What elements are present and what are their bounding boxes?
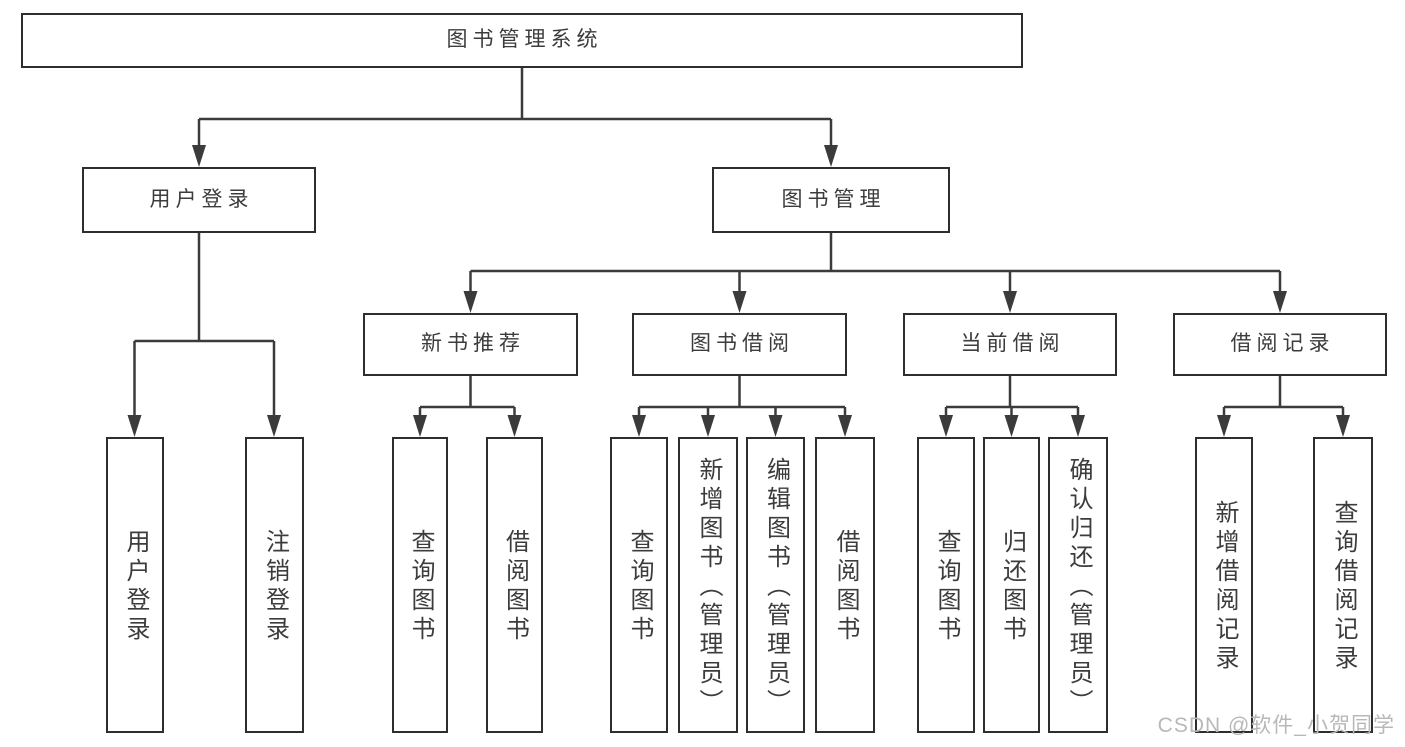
node-user-login: 用户登录 (82, 167, 316, 233)
leaf-user-login: 用户登录 (106, 437, 164, 733)
edge-user-login-to-leaves (127, 233, 281, 437)
node-current-borrowing: 当前借阅 (903, 313, 1117, 376)
leaf-borrowing-add-books-admin: 新增图书（管理员） (678, 437, 738, 733)
edge-new-book-recommend-to-leaves (413, 376, 522, 437)
edge-current-borrowing-to-leaves (939, 376, 1085, 437)
edge-root-to-branches (192, 68, 838, 167)
leaf-logout: 注销登录 (245, 437, 304, 733)
leaf-current-return-books: 归还图书 (983, 437, 1040, 733)
edge-borrow-records-to-leaves (1217, 376, 1350, 437)
node-book-borrowing: 图书借阅 (632, 313, 847, 376)
edge-book-borrowing-to-leaves (632, 376, 852, 437)
leaf-borrowing-borrow-books: 借阅图书 (815, 437, 875, 733)
node-book-management: 图书管理 (712, 167, 950, 233)
leaf-current-confirm-return-admin: 确认归还（管理员） (1048, 437, 1108, 733)
leaf-borrowing-edit-books-admin: 编辑图书（管理员） (746, 437, 805, 733)
leaf-recommend-borrow-books: 借阅图书 (486, 437, 543, 733)
leaf-current-query-books: 查询图书 (917, 437, 975, 733)
csdn-watermark: CSDN @软件_小贺同学 (1157, 714, 1395, 737)
leaf-recommend-query-books: 查询图书 (392, 437, 448, 733)
node-new-book-recommend: 新书推荐 (363, 313, 578, 376)
leaf-borrowing-query-books: 查询图书 (610, 437, 668, 733)
node-borrow-records: 借阅记录 (1173, 313, 1387, 376)
edge-book-management-to-modules (463, 233, 1287, 313)
node-root: 图书管理系统 (21, 13, 1023, 68)
leaf-records-query-record: 查询借阅记录 (1313, 437, 1373, 733)
leaf-records-add-record: 新增借阅记录 (1195, 437, 1253, 733)
